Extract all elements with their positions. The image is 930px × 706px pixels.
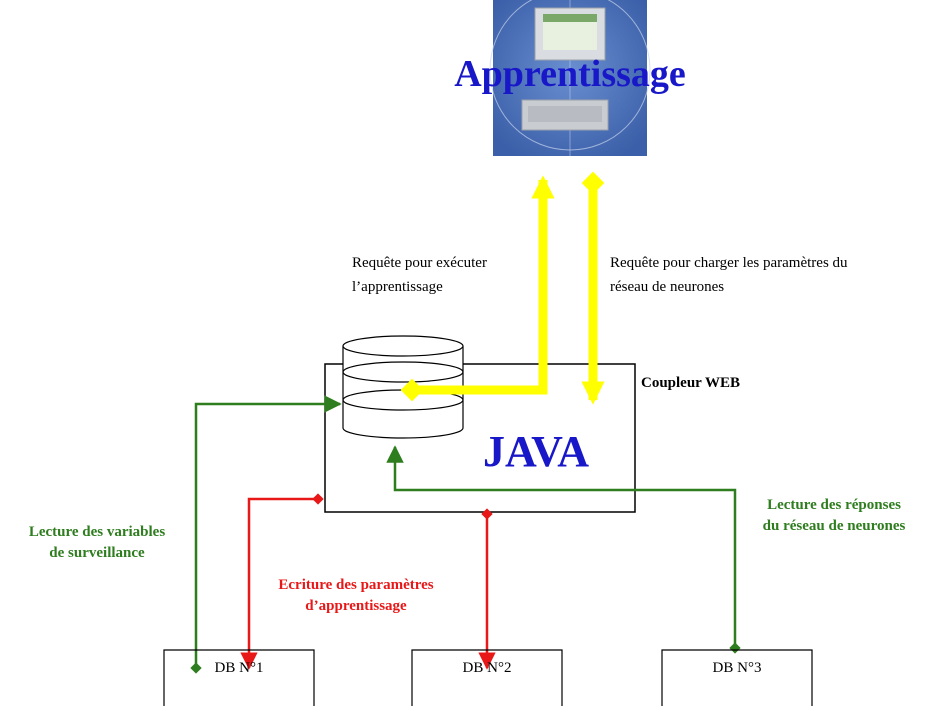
db-box-1 — [163, 649, 315, 706]
load-request-arrow — [581, 171, 605, 405]
db-label-2: DB N°2 — [462, 660, 512, 676]
read-variables-arrow — [190, 395, 342, 674]
execute-request-label: Requête pour exécuter l’apprentissage — [352, 255, 487, 295]
read-responses-arrow — [386, 445, 741, 654]
read-variables-label: Lecture des variables de surveillance — [28, 524, 166, 561]
java-label: JAVA — [483, 427, 589, 476]
read-responses-label: Lecture des réponses du réseau de neuron… — [762, 497, 906, 534]
load-request-label: Requête pour charger les paramètres du r… — [610, 255, 848, 295]
apprentissage-banner — [489, 0, 651, 156]
db-label-3: DB N°3 — [712, 660, 762, 676]
coupleur-label: Coupleur WEB — [641, 375, 741, 391]
computer-icon — [521, 7, 609, 131]
write-params-arrow-db1 — [240, 493, 324, 670]
coupleur-box — [324, 363, 636, 513]
execute-request-arrow — [400, 175, 555, 402]
db-box-2 — [411, 649, 563, 706]
write-params-arrow-db2 — [478, 508, 496, 670]
app-title: Apprentissage — [454, 53, 686, 95]
db-box-3 — [661, 649, 813, 706]
write-params-label: Ecriture des paramètres d’apprentissage — [278, 577, 434, 614]
db-label-1: DB N°1 — [214, 660, 264, 676]
